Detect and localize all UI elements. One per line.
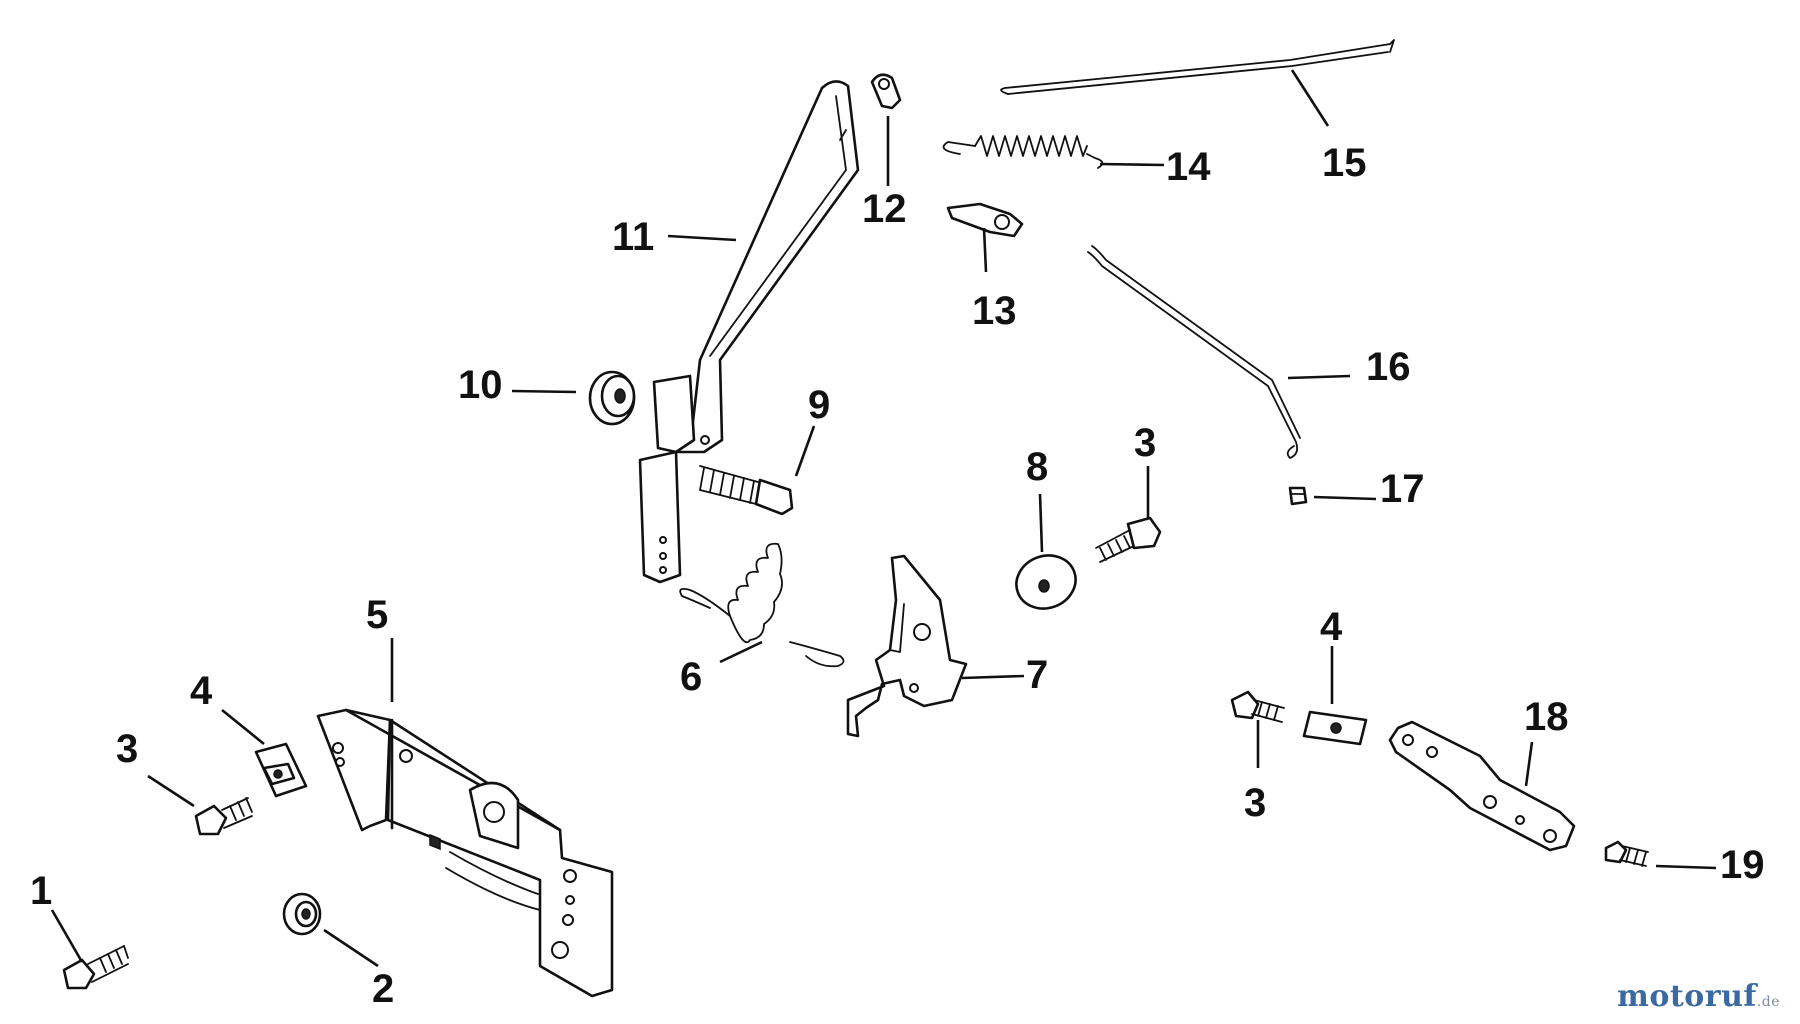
callout-6: 6 [680, 655, 702, 699]
callout-19: 19 [1720, 843, 1765, 887]
callout-12: 12 [862, 187, 907, 231]
callout-7: 7 [1026, 653, 1048, 697]
callout-3-right: 3 [1244, 781, 1266, 825]
watermark-logo: motoruf.de [1617, 979, 1780, 1014]
callout-3-left: 3 [116, 727, 138, 771]
callout-8: 8 [1026, 445, 1048, 489]
callout-14: 14 [1166, 145, 1211, 189]
part-16-governor-rod [1087, 245, 1301, 459]
callout-9: 9 [808, 383, 830, 427]
part-2-nut [282, 892, 322, 936]
callout-labels: 1 2 3 3 3 4 4 5 6 7 8 9 10 11 12 13 14 1… [30, 141, 1765, 1011]
part-10-bushing [588, 370, 636, 426]
callout-3-upper: 3 [1134, 421, 1156, 465]
part-3-screw-left [194, 797, 253, 836]
callout-11: 11 [612, 215, 654, 259]
callout-17: 17 [1380, 467, 1425, 511]
callout-4-left: 4 [190, 669, 213, 713]
callout-1: 1 [30, 869, 52, 913]
callout-13: 13 [972, 289, 1017, 333]
part-1-bolt [62, 945, 129, 990]
part-14-spring [942, 135, 1104, 169]
callout-10: 10 [458, 363, 503, 407]
callout-18: 18 [1524, 695, 1569, 739]
part-17-nut [1288, 486, 1308, 506]
callout-4-right: 4 [1320, 605, 1343, 649]
part-19-screw [1604, 840, 1649, 867]
part-3-screw-upper [1095, 516, 1162, 563]
part-15-link-rod [1000, 39, 1395, 95]
leader-lines [50, 69, 1717, 968]
callout-16: 16 [1366, 345, 1411, 389]
part-4-clip-nut-left [254, 742, 308, 798]
part-9-screw [699, 465, 794, 516]
part-11-control-lever [638, 80, 860, 584]
part-18-control-bracket [1388, 720, 1576, 852]
part-6-spring [679, 542, 845, 668]
watermark-brand: motoruf [1617, 979, 1757, 1014]
part-8-washer [1015, 554, 1077, 610]
part-4-clip-nut-right [1302, 710, 1368, 746]
callout-15: 15 [1322, 141, 1367, 185]
callout-5: 5 [366, 593, 388, 637]
part-3-screw-right [1230, 690, 1285, 723]
part-13-bracket [946, 202, 1024, 238]
callout-2: 2 [372, 967, 394, 1011]
watermark-tld: .de [1756, 994, 1780, 1010]
part-5-mounting-plate [316, 708, 614, 998]
part-7-governor-lever [846, 554, 968, 738]
part-12-clip [870, 73, 902, 110]
